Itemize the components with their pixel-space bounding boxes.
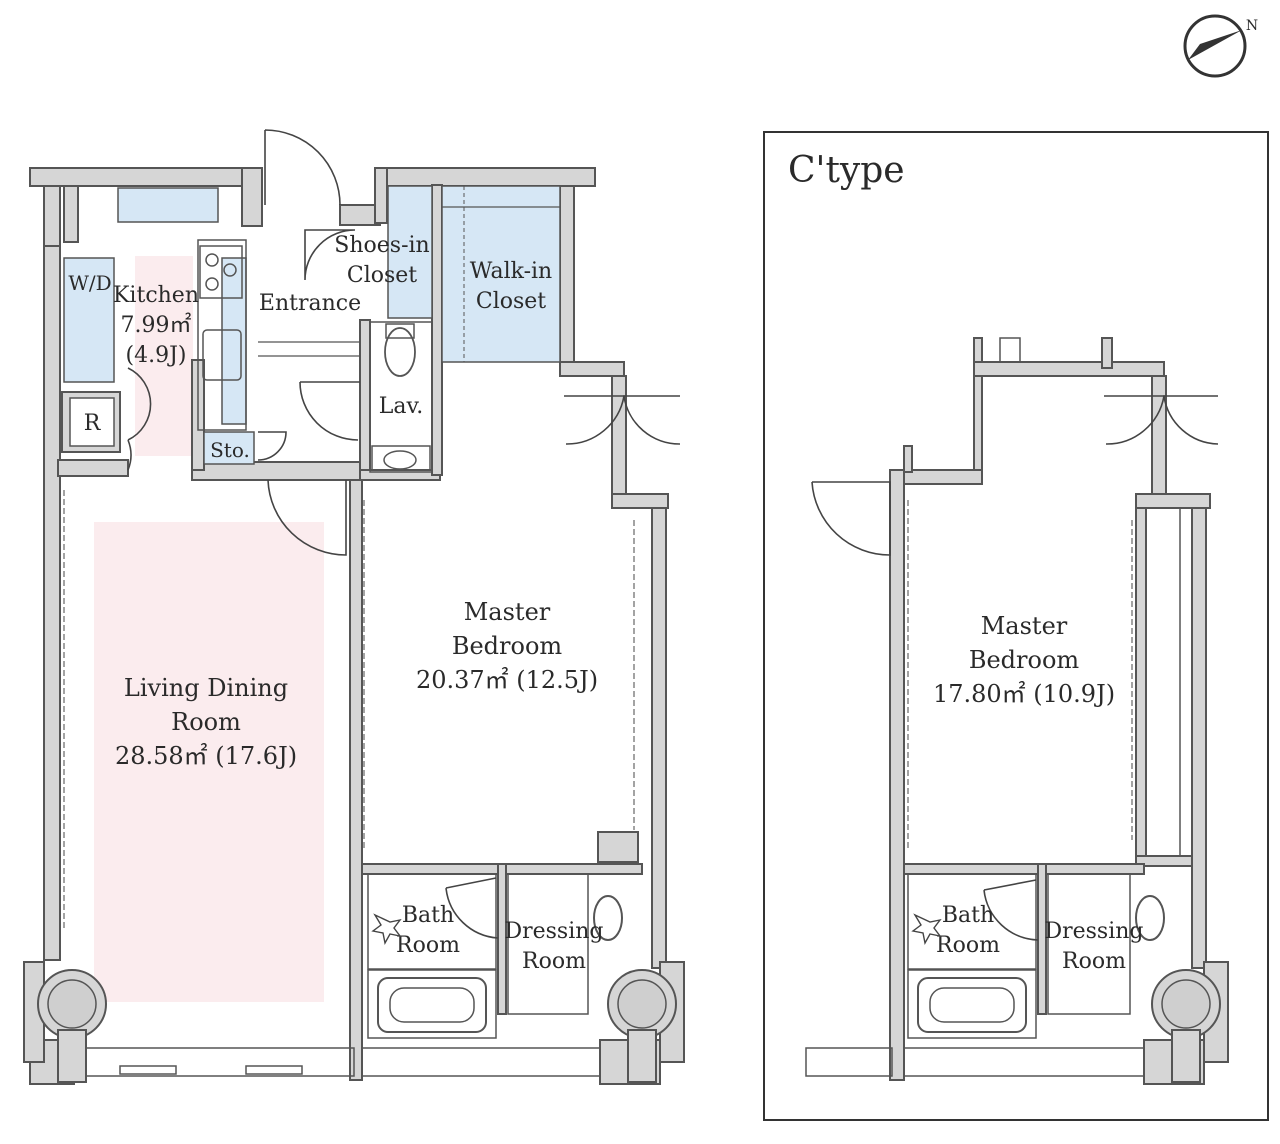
shoes-closet-label-1: Shoes-in xyxy=(334,233,429,258)
variant-bath-door-swing xyxy=(983,879,1039,941)
living-area: 28.58㎡ (17.6J) xyxy=(115,742,297,770)
kitchen-label: Kitchen xyxy=(113,283,199,308)
master-bedroom-area: 20.37㎡ (12.5J) xyxy=(416,666,598,694)
variant-bath-faucet-icon xyxy=(911,913,942,946)
lav-label: Lav. xyxy=(379,394,424,419)
variant-frame xyxy=(763,131,1269,1121)
compass-icon: N xyxy=(1183,14,1258,78)
shoes-closet-door-swing xyxy=(304,229,356,281)
fridge-label: R xyxy=(84,411,102,436)
wd-label: W/D xyxy=(68,271,111,295)
master-bedroom-label-2: Bedroom xyxy=(452,632,563,660)
bath-label-2: Room xyxy=(396,933,460,958)
compass-north-label: N xyxy=(1246,18,1258,34)
kitchen-area: 7.99㎡ xyxy=(121,312,192,338)
variant-dressing-label-2: Room xyxy=(1062,949,1126,974)
bath-door-swing xyxy=(445,877,499,939)
living-label-2: Room xyxy=(171,708,241,736)
variant-window-door-right xyxy=(1163,395,1219,445)
dressing-label-1: Dressing xyxy=(504,919,603,944)
variant-floor-plan: C'type xyxy=(763,131,1269,1121)
shoes-closet-label-2: Closet xyxy=(347,263,417,288)
entrance-label: Entrance xyxy=(259,291,361,316)
walkin-closet-label-2: Closet xyxy=(476,289,546,314)
variant-master-area: 17.80㎡ (10.9J) xyxy=(933,680,1115,708)
master-bedroom-label-1: Master xyxy=(464,598,551,626)
variant-master-label-2: Bedroom xyxy=(969,646,1080,674)
variant-title: C'type xyxy=(788,150,905,191)
variant-bedroom-door-swing xyxy=(811,481,891,556)
storage-door-swing xyxy=(257,431,287,461)
variant-bath-label-2: Room xyxy=(936,933,1000,958)
bath-label-1: Bath xyxy=(402,903,454,928)
kitchen-jo: (4.9J) xyxy=(126,343,187,368)
living-label-1: Living Dining xyxy=(124,674,288,702)
storage-label: Sto. xyxy=(210,438,250,462)
variant-window-door-left xyxy=(1104,395,1165,445)
variant-dressing-label-1: Dressing xyxy=(1044,919,1143,944)
main-floor-plan: W/D Kitchen 7.99㎡ (4.9J) R Sto. Entrance… xyxy=(23,129,685,1085)
kitchen-door-swing xyxy=(127,367,152,471)
dressing-label-2: Room xyxy=(522,949,586,974)
bath-faucet-icon xyxy=(371,913,402,946)
living-door-swing xyxy=(267,479,347,556)
bedroom-window-door-right xyxy=(623,395,681,445)
variant-column-right xyxy=(1151,969,1221,1083)
column-right xyxy=(607,969,677,1083)
kitchen-floor-highlight xyxy=(135,256,193,456)
variant-master-label-1: Master xyxy=(981,612,1068,640)
column-left xyxy=(37,969,107,1083)
walkin-closet-label-1: Walk-in xyxy=(470,259,552,284)
bedroom-window-door-left xyxy=(564,395,625,445)
variant-bath-label-1: Bath xyxy=(942,903,994,928)
living-floor-highlight xyxy=(94,522,324,1002)
lav-door-swing xyxy=(299,381,360,441)
entrance-door-swing xyxy=(264,129,341,206)
